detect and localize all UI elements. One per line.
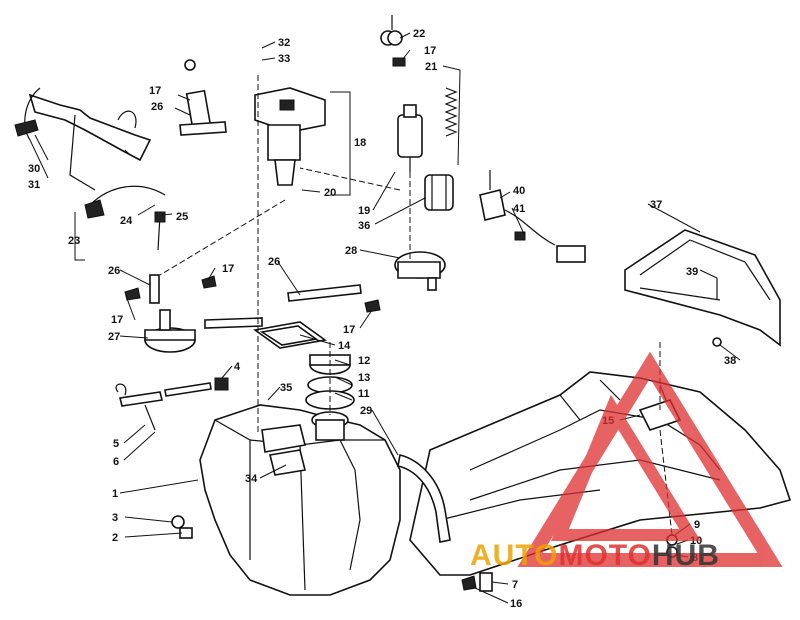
callout-1: 1 [112, 488, 118, 500]
callout-2: 2 [112, 532, 118, 544]
watermark-moto: MOTO [558, 539, 651, 572]
callout-9: 9 [694, 519, 700, 531]
watermark-logo [517, 351, 783, 567]
callout-28: 28 [345, 245, 357, 257]
callout-12: 12 [358, 355, 370, 367]
callout-39: 39 [686, 266, 698, 278]
fuel-tank [199, 404, 401, 596]
callout-3: 3 [112, 512, 118, 524]
spring-top [380, 15, 403, 46]
callout-14: 14 [338, 340, 351, 352]
callout-38: 38 [724, 355, 736, 367]
heat-shield [624, 229, 781, 347]
fuel-sensor [479, 170, 586, 263]
callout-31: 31 [28, 179, 40, 191]
callout-26-c: 26 [268, 256, 280, 268]
callout-17-a: 17 [149, 85, 161, 97]
valve-28 [394, 251, 446, 291]
float-27 [144, 309, 196, 353]
wiring-harness [84, 185, 166, 251]
callout-18: 18 [354, 137, 366, 149]
callout-34: 34 [245, 473, 258, 485]
callout-21: 21 [425, 61, 437, 73]
callout-6: 6 [113, 456, 119, 468]
callout-35: 35 [280, 382, 292, 394]
callout-33: 33 [278, 53, 290, 65]
clip-17-c [364, 299, 381, 313]
callout-7: 7 [512, 579, 518, 591]
callout-29: 29 [360, 405, 372, 417]
callout-5: 5 [113, 438, 119, 450]
callout-17-c: 17 [222, 263, 234, 275]
callout-16: 16 [510, 598, 522, 610]
callout-41: 41 [513, 203, 525, 215]
callout-24: 24 [120, 215, 133, 227]
filler-assembly [252, 321, 355, 410]
callout-17-b: 17 [424, 45, 436, 57]
svg-text:AUTOMOTOHUB: AUTOMOTOHUB [470, 539, 720, 572]
callout-40: 40 [513, 185, 525, 197]
drain-plug [171, 515, 193, 539]
callout-37: 37 [650, 199, 662, 211]
fuel-line-5-6 [115, 382, 212, 431]
callout-17-d: 17 [111, 314, 123, 326]
fuel-pump-assembly [254, 87, 326, 186]
grommet-7 [479, 572, 493, 592]
callout-25: 25 [176, 211, 188, 223]
hose-top [117, 59, 227, 136]
fuel-filter [424, 174, 454, 211]
vent-tubes [149, 274, 362, 329]
callout-32: 32 [278, 37, 290, 49]
callout-30: 30 [28, 163, 40, 175]
tank-strap [397, 454, 451, 543]
callout-20: 20 [324, 187, 336, 199]
callout-22: 22 [413, 28, 425, 40]
callout-17-e: 17 [343, 324, 355, 336]
callout-27: 27 [108, 331, 120, 343]
watermark-auto: AUTO [470, 539, 558, 572]
watermark-text: AUTOMOTOHUB [470, 539, 720, 572]
callout-36: 36 [358, 220, 370, 232]
electric-fuel-pump [397, 104, 423, 172]
callout-26-b: 26 [108, 265, 120, 277]
callout-23: 23 [68, 235, 80, 247]
fitting-4 [214, 377, 229, 391]
spring [444, 87, 458, 137]
alignment-lines [159, 75, 661, 435]
clip-16 [461, 575, 477, 591]
callout-11: 11 [358, 388, 370, 400]
callout-19: 19 [358, 205, 370, 217]
callout-26-a: 26 [151, 101, 163, 113]
fuel-line-left [14, 87, 152, 191]
washer-38 [712, 337, 722, 347]
watermark-hub: HUB [652, 539, 720, 572]
callout-4: 4 [234, 361, 241, 373]
callout-13: 13 [358, 372, 370, 384]
callout-labels: 1 2 3 4 5 6 7 8 9 10 11 12 13 14 15 16 1… [28, 28, 736, 610]
